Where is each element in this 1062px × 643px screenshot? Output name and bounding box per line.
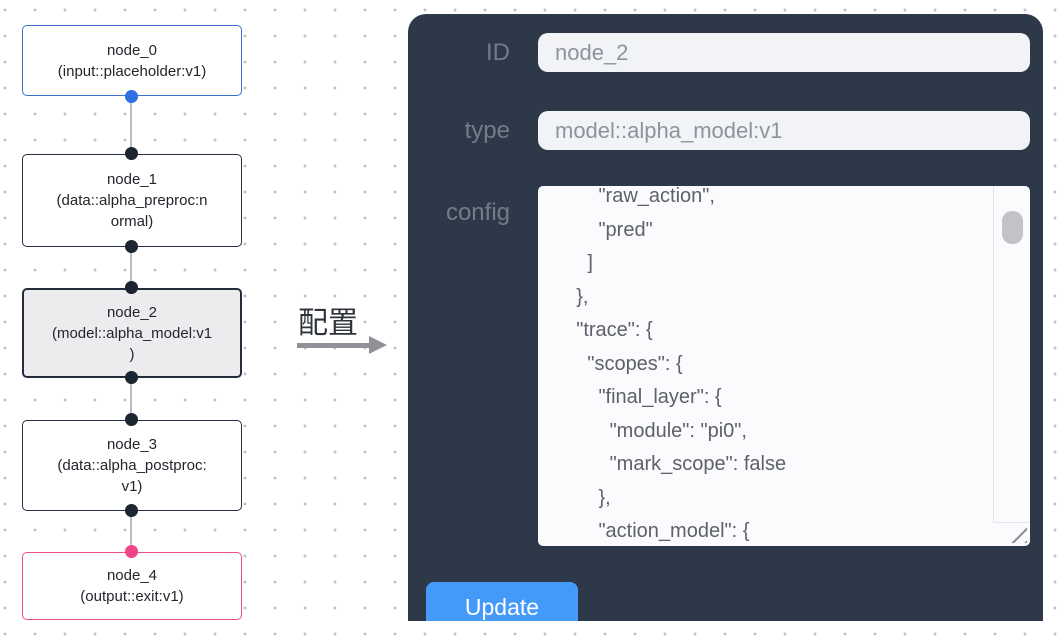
configure-arrow-label: 配置 bbox=[298, 307, 358, 340]
edge-node_2-node_3 bbox=[130, 378, 132, 420]
config-field-label: config bbox=[445, 199, 510, 226]
scrollbar-thumb[interactable] bbox=[1002, 211, 1023, 244]
config-editor[interactable]: "raw_action", "pred" ] }, "trace": { "sc… bbox=[538, 186, 1030, 546]
flow-node-node_2-selected[interactable]: node_2 (model::alpha_model:v1 ) bbox=[22, 288, 242, 378]
port-out-node_3[interactable] bbox=[125, 504, 138, 517]
type-field-label: type bbox=[464, 117, 510, 144]
update-button[interactable]: Update bbox=[426, 582, 578, 621]
port-out-node_1[interactable] bbox=[125, 240, 138, 253]
port-in-node_1[interactable] bbox=[125, 147, 138, 160]
port-out-node_0[interactable] bbox=[125, 90, 138, 103]
edge-node_0-node_1 bbox=[130, 96, 132, 154]
port-in-node_4[interactable] bbox=[125, 545, 138, 558]
id-input[interactable] bbox=[538, 33, 1030, 72]
scrollbar-corner-divider bbox=[994, 522, 1030, 523]
port-out-node_2[interactable] bbox=[125, 371, 138, 384]
config-json-text: "raw_action", "pred" ] }, "trace": { "sc… bbox=[576, 186, 787, 542]
right-arrow-icon bbox=[297, 343, 370, 348]
right-arrow-head-icon bbox=[369, 336, 387, 354]
flow-node-node_3[interactable]: node_3 (data::alpha_postproc: v1) bbox=[22, 420, 242, 511]
port-in-node_2[interactable] bbox=[125, 281, 138, 294]
scrollbar-track-divider bbox=[993, 186, 994, 523]
node-config-panel: ID type config "raw_action", "pred" ] },… bbox=[408, 14, 1043, 621]
id-field-label: ID bbox=[486, 39, 510, 66]
node-label: node_3 (data::alpha_postproc: v1) bbox=[57, 436, 207, 495]
type-input[interactable] bbox=[538, 111, 1030, 150]
edge-node_1-node_2 bbox=[130, 247, 132, 288]
node-label: node_4 (output::exit:v1) bbox=[80, 567, 184, 605]
edge-node_3-node_4 bbox=[130, 511, 132, 552]
flow-node-node_4[interactable]: node_4 (output::exit:v1) bbox=[22, 552, 242, 620]
node-label: node_2 (model::alpha_model:v1 ) bbox=[51, 303, 213, 363]
flow-node-node_0[interactable]: node_0 (input::placeholder:v1) bbox=[22, 25, 242, 96]
node-label: node_1 (data::alpha_preproc:n ormal) bbox=[56, 171, 208, 230]
resize-handle-icon[interactable] bbox=[1010, 526, 1027, 543]
port-in-node_3[interactable] bbox=[125, 413, 138, 426]
flow-node-node_1[interactable]: node_1 (data::alpha_preproc:n ormal) bbox=[22, 154, 242, 247]
node-label: node_0 (input::placeholder:v1) bbox=[57, 41, 207, 80]
